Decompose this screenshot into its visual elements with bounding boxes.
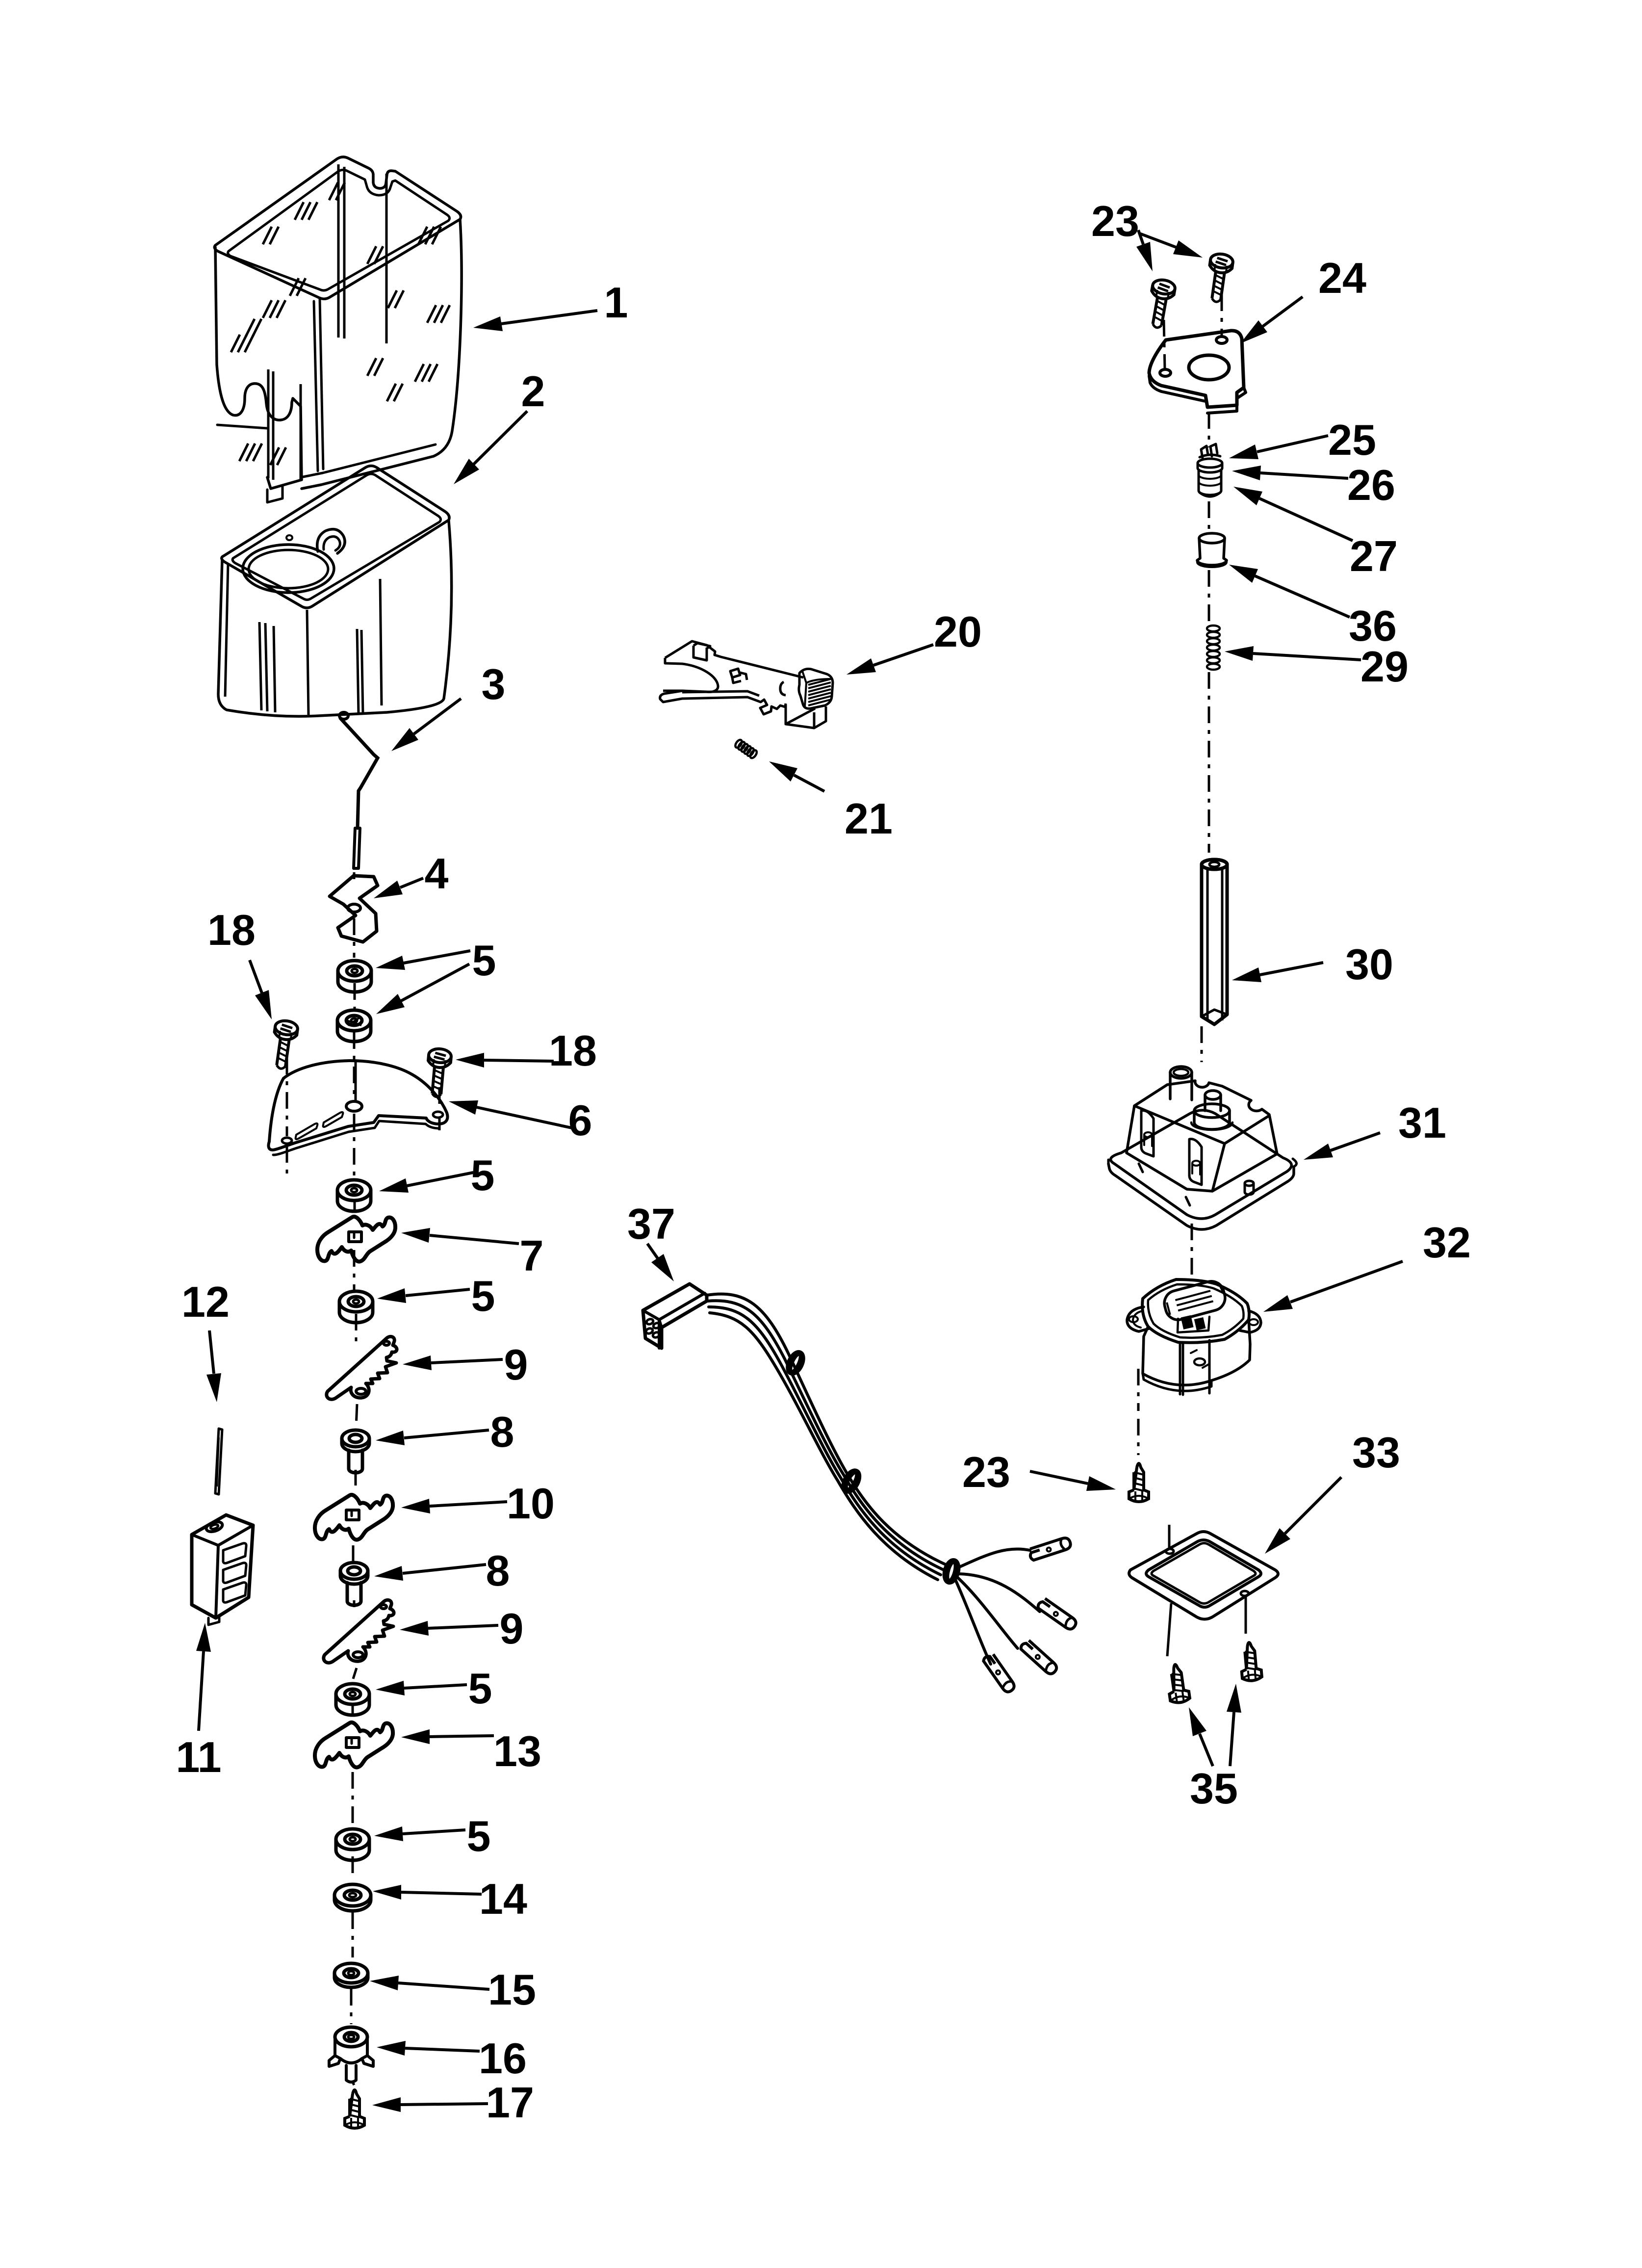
svg-text:36: 36	[1349, 601, 1397, 650]
svg-text:37: 37	[627, 1199, 675, 1248]
svg-text:1: 1	[604, 278, 628, 327]
svg-text:13: 13	[493, 1727, 541, 1775]
svg-text:30: 30	[1345, 940, 1393, 989]
svg-text:26: 26	[1347, 461, 1395, 509]
svg-text:35: 35	[1190, 1764, 1238, 1813]
svg-text:23: 23	[962, 1448, 1010, 1496]
svg-text:3: 3	[482, 660, 506, 708]
svg-text:18: 18	[207, 906, 256, 954]
svg-text:23: 23	[1091, 197, 1139, 245]
svg-text:2: 2	[521, 367, 545, 416]
svg-text:21: 21	[845, 794, 893, 843]
svg-text:27: 27	[1350, 532, 1398, 580]
svg-text:20: 20	[934, 607, 982, 656]
svg-text:16: 16	[479, 2034, 527, 2083]
svg-text:5: 5	[468, 1664, 492, 1713]
svg-text:7: 7	[520, 1231, 544, 1280]
svg-text:25: 25	[1328, 416, 1376, 464]
svg-text:12: 12	[181, 1277, 230, 1326]
svg-text:33: 33	[1352, 1428, 1400, 1477]
svg-text:6: 6	[568, 1096, 592, 1145]
svg-text:5: 5	[467, 1812, 491, 1860]
svg-text:18: 18	[549, 1026, 597, 1075]
svg-text:8: 8	[486, 1546, 510, 1595]
svg-text:11: 11	[176, 1733, 221, 1781]
svg-text:32: 32	[1423, 1218, 1471, 1267]
svg-text:8: 8	[490, 1408, 514, 1456]
svg-text:5: 5	[472, 936, 496, 985]
svg-text:5: 5	[471, 1272, 495, 1320]
svg-text:9: 9	[504, 1340, 528, 1389]
svg-text:24: 24	[1318, 254, 1366, 302]
svg-text:31: 31	[1398, 1098, 1446, 1147]
svg-text:15: 15	[488, 1965, 536, 2014]
svg-text:14: 14	[479, 1875, 527, 1923]
svg-text:29: 29	[1360, 642, 1409, 691]
svg-text:5: 5	[471, 1151, 495, 1199]
svg-text:17: 17	[486, 2078, 534, 2127]
svg-text:9: 9	[500, 1604, 524, 1653]
svg-text:4: 4	[425, 849, 449, 898]
svg-text:10: 10	[507, 1479, 555, 1528]
